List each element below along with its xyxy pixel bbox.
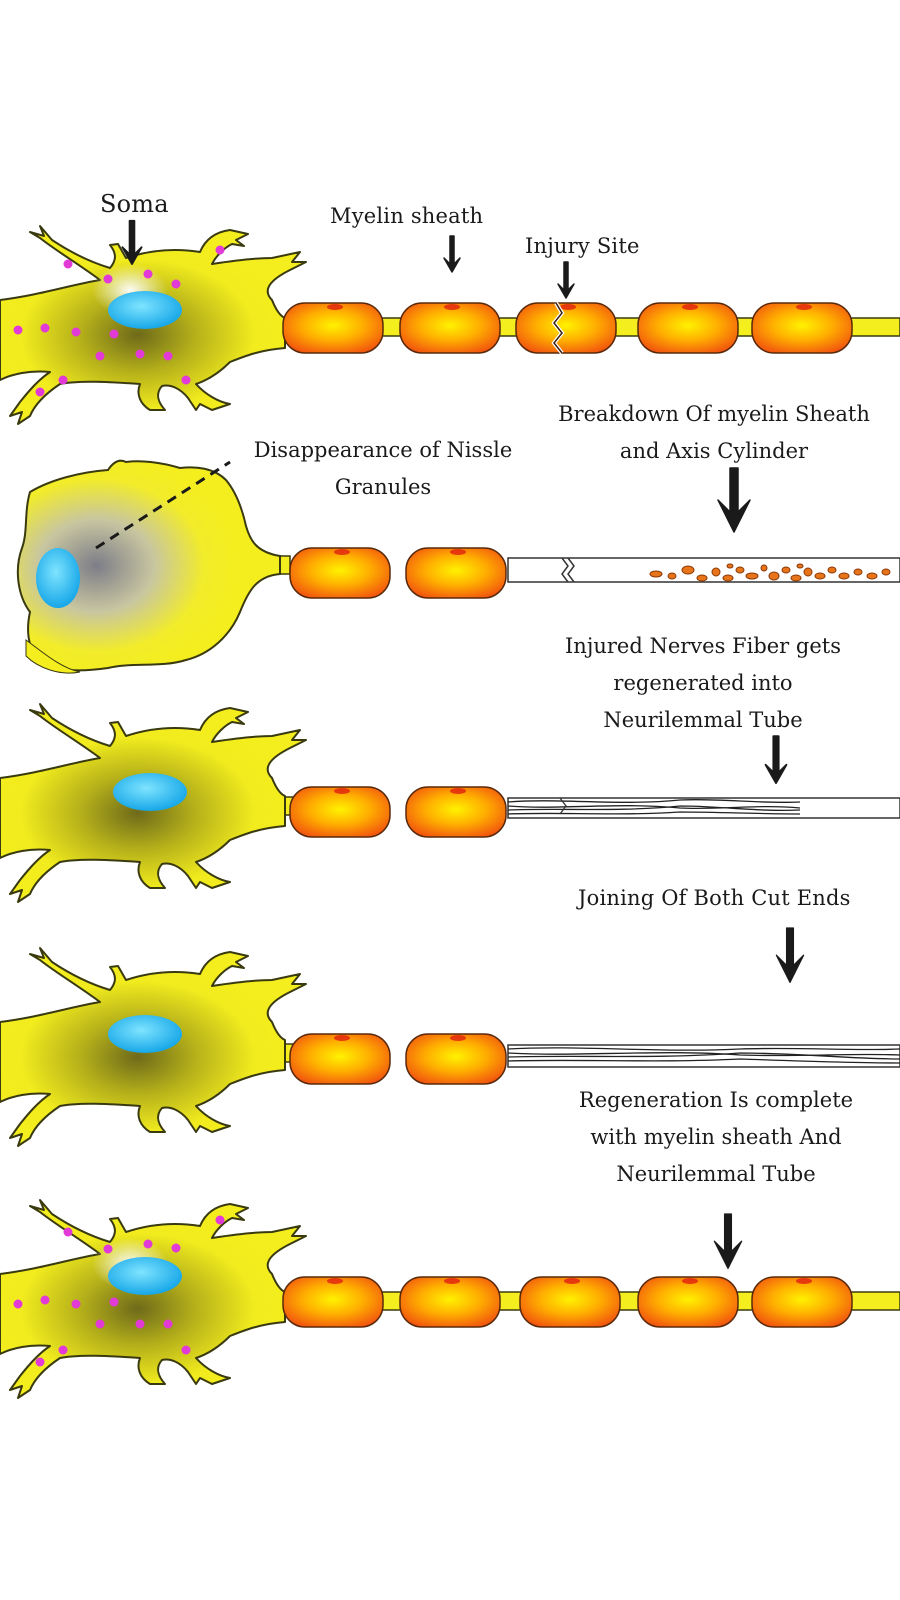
nucleus bbox=[113, 773, 187, 811]
soma bbox=[0, 703, 307, 903]
label-breakdown-line2: and Axis Cylinder bbox=[619, 439, 809, 463]
myelin-segment bbox=[405, 547, 507, 599]
injured-myelin-segment bbox=[515, 301, 617, 355]
myelin-segment bbox=[282, 302, 384, 354]
row-normal bbox=[0, 219, 900, 425]
myelin-arrow bbox=[443, 235, 461, 273]
label-nissle-line2: Granules bbox=[334, 475, 432, 499]
label-breakdown-line1: Breakdown Of myelin Sheath bbox=[558, 402, 870, 426]
soma bbox=[0, 947, 307, 1147]
myelin-segment bbox=[289, 1033, 391, 1085]
nucleus bbox=[108, 291, 182, 329]
myelin-segment bbox=[405, 1033, 507, 1085]
row-neurilemmal-tube bbox=[0, 703, 900, 903]
myelin-segment bbox=[637, 1276, 739, 1328]
breakdown-arrow bbox=[717, 467, 751, 533]
label-complete-line3: Neurilemmal Tube bbox=[616, 1162, 816, 1186]
nissle-pointer bbox=[95, 460, 231, 550]
swollen-soma bbox=[16, 459, 281, 674]
regenerating-fibers bbox=[507, 797, 801, 815]
label-complete-line1: Regeneration Is complete bbox=[578, 1088, 854, 1112]
myelin-segment bbox=[637, 302, 739, 354]
tube-arrow bbox=[764, 735, 788, 784]
label-breakdown: Breakdown Of myelin Sheath and Axis Cyli… bbox=[554, 396, 874, 470]
row-joining bbox=[0, 927, 900, 1147]
label-injured-line2: regenerated into bbox=[613, 671, 793, 695]
soma bbox=[0, 1199, 307, 1399]
label-nissle-line1: Disappearance of Nissle bbox=[253, 438, 513, 462]
nissl-granules bbox=[13, 245, 225, 397]
myelin-segment bbox=[405, 786, 507, 838]
label-complete-line2: with myelin sheath And bbox=[590, 1125, 842, 1149]
row-complete bbox=[0, 1199, 900, 1399]
joining-arrow bbox=[775, 927, 805, 984]
nucleus bbox=[108, 1015, 182, 1053]
label-joining: Joining Of Both Cut Ends bbox=[578, 886, 851, 910]
joined-fibers bbox=[507, 1047, 900, 1064]
myelin-segment bbox=[751, 302, 853, 354]
label-injured-line1: Injured Nerves Fiber gets bbox=[565, 634, 841, 658]
myelin-debris bbox=[649, 563, 891, 582]
nissl-granules bbox=[13, 1215, 225, 1367]
myelin-segment bbox=[399, 302, 501, 354]
myelin-segment bbox=[289, 547, 391, 599]
label-complete: Regeneration Is complete with myelin she… bbox=[566, 1082, 866, 1193]
myelin-segment bbox=[289, 786, 391, 838]
label-injured-line3: Neurilemmal Tube bbox=[603, 708, 803, 732]
label-soma: Soma bbox=[100, 190, 169, 218]
injury-arrow bbox=[557, 261, 575, 299]
label-myelin-sheath: Myelin sheath bbox=[330, 204, 484, 228]
nucleus bbox=[108, 1257, 182, 1295]
label-injured: Injured Nerves Fiber gets regenerated in… bbox=[560, 628, 846, 739]
row-degeneration bbox=[16, 459, 900, 674]
myelin-segment bbox=[751, 1276, 853, 1328]
myelin-segment bbox=[519, 1276, 621, 1328]
displaced-nucleus bbox=[36, 548, 80, 608]
myelin-segment bbox=[399, 1276, 501, 1328]
label-injury-site: Injury Site bbox=[525, 234, 640, 258]
myelin-segment bbox=[282, 1276, 384, 1328]
complete-arrow bbox=[713, 1213, 743, 1270]
soma bbox=[0, 225, 307, 425]
label-nissle: Disappearance of Nissle Granules bbox=[253, 432, 513, 506]
